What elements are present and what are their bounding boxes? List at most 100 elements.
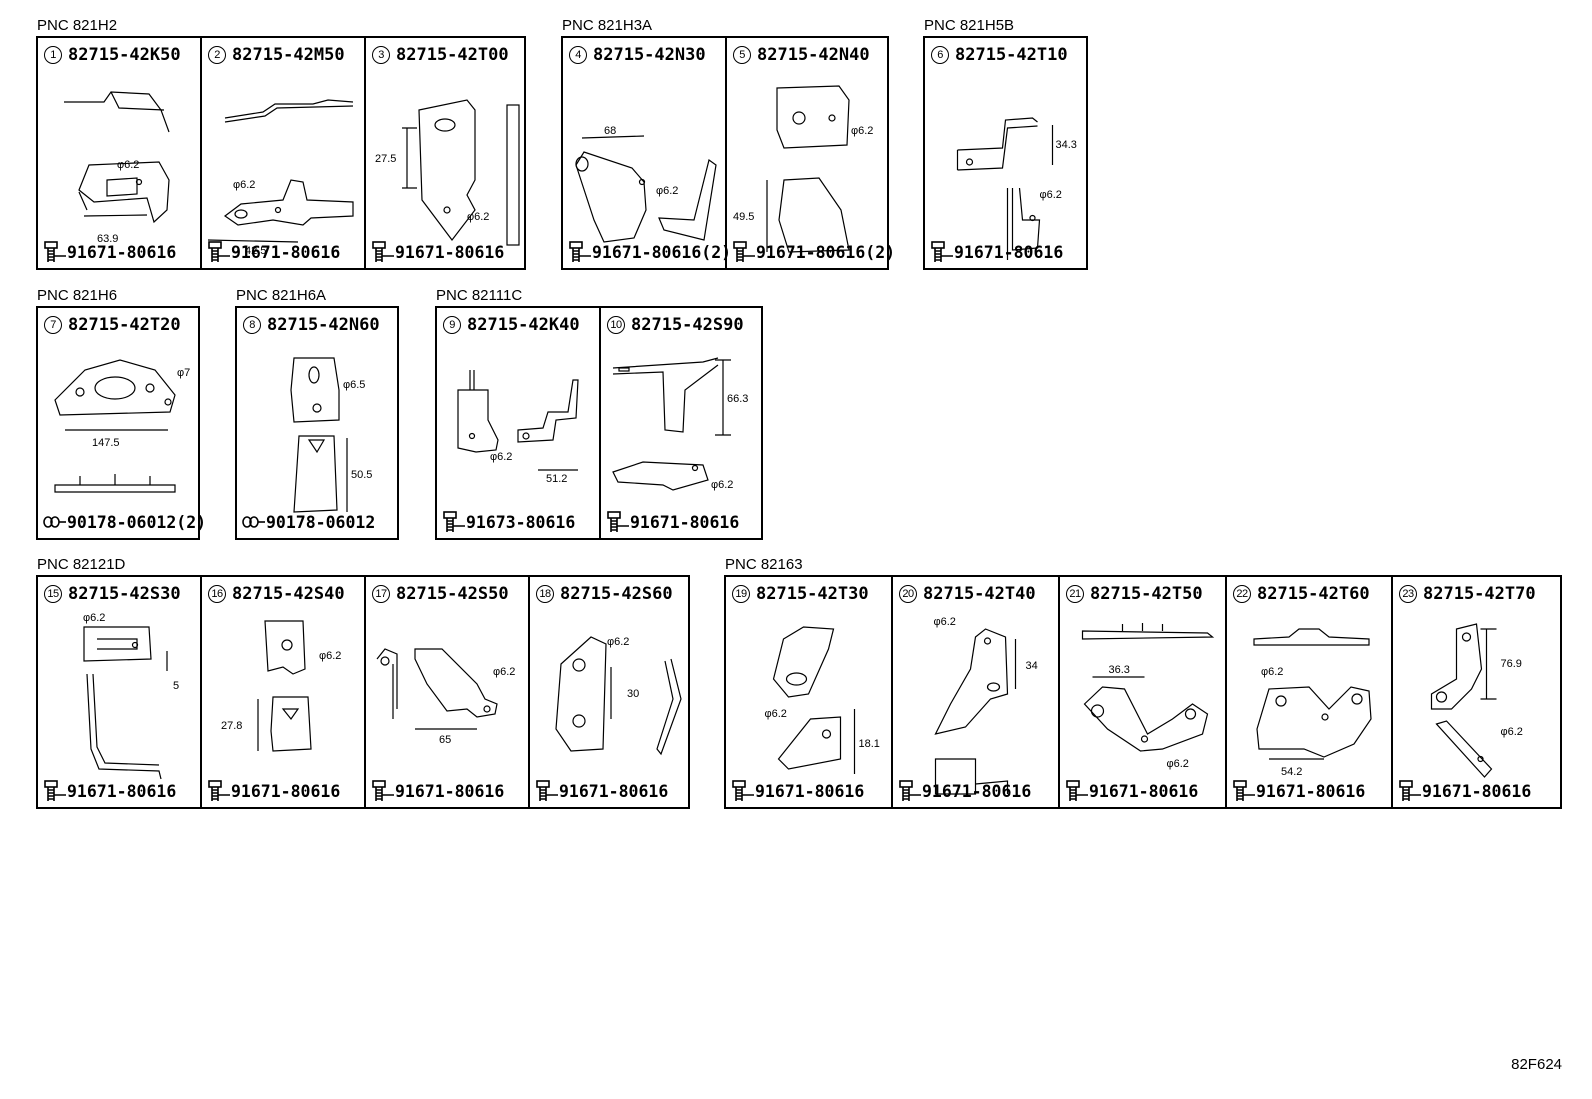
- callout-number: 5: [733, 46, 751, 64]
- part-number: 82715-42N60: [267, 315, 380, 335]
- clip-icon: [242, 516, 265, 528]
- bracket-drawing: φ6.5 50.5: [290, 357, 372, 513]
- hole-diameter: φ6.2: [1040, 189, 1062, 201]
- hole-diameter: φ6.2: [656, 185, 678, 197]
- part-number: 82715-42S50: [396, 584, 509, 604]
- pnc-label: PNC 82111C: [436, 287, 523, 304]
- part-number: 82715-42T70: [1423, 584, 1536, 604]
- callout-number: 2: [208, 46, 226, 64]
- part-cell[interactable]: 8 82715-42N60 φ6.5 50.5 90178-06012: [237, 308, 401, 538]
- bracket-drawing: φ6.2 34: [934, 616, 1038, 795]
- part-number: 82715-42S90: [631, 315, 744, 335]
- part-number: 82715-42T00: [396, 45, 509, 65]
- bracket-drawing: φ6.2 18.1: [765, 626, 880, 774]
- bracket-drawing: φ6.2 65: [376, 648, 515, 746]
- bolt-icon: [569, 241, 591, 262]
- dimension: 18.1: [859, 738, 880, 750]
- part-number: 82715-42M50: [232, 45, 345, 65]
- bolt-icon: [443, 511, 465, 532]
- part-number: 82715-42K40: [467, 315, 580, 335]
- hole-diameter: φ6.2: [493, 666, 515, 678]
- callout-number: 22: [1233, 585, 1251, 603]
- fastener-part: 91671-80616: [1256, 781, 1366, 801]
- bolt-icon: [208, 780, 230, 801]
- callout-number: 6: [931, 46, 949, 64]
- part-number: 82715-42N40: [757, 45, 870, 65]
- callout-number: 3: [372, 46, 390, 64]
- callout-number: 9: [443, 316, 461, 334]
- bolt-icon: [1233, 780, 1255, 801]
- fastener-part: 90178-06012: [266, 512, 376, 532]
- hole-diameter: φ6.2: [490, 451, 512, 463]
- dimension: 27.8: [221, 720, 242, 732]
- group-pnc-821h6a: 8 82715-42N60 φ6.5 50.5 90178-06012: [235, 306, 399, 540]
- dimension: 66.3: [727, 393, 748, 405]
- bolt-icon: [372, 241, 394, 262]
- fastener-part: 91671-80616: [1422, 781, 1532, 801]
- part-number: 82715-42T20: [68, 315, 181, 335]
- bolt-icon: [44, 241, 66, 262]
- dimension: 65: [439, 734, 451, 746]
- bracket-drawing: φ6.2 42.5: [207, 99, 354, 257]
- bracket-drawing: φ6.2 5: [83, 612, 179, 780]
- bolt-icon: [1399, 780, 1421, 801]
- bracket-drawing: φ7 147.5: [54, 359, 190, 493]
- part-cell[interactable]: 5 82715-42N40 φ6.2 49.5 91671-80616(2): [727, 38, 895, 268]
- figure-code: 82F624: [1511, 1056, 1562, 1073]
- part-number: 82715-42T10: [955, 45, 1068, 65]
- callout-number: 23: [1399, 585, 1417, 603]
- part-number: 82715-42S60: [560, 584, 673, 604]
- part-number: 82715-42T50: [1090, 584, 1203, 604]
- callout-number: 1: [44, 46, 62, 64]
- hole-diameter: φ6.2: [83, 612, 105, 624]
- fastener-part: 91671-80616: [67, 242, 177, 262]
- callout-number: 8: [243, 316, 261, 334]
- bolt-icon: [732, 780, 754, 801]
- fastener-part: 91673-80616: [466, 512, 576, 532]
- part-number: 82715-42S40: [232, 584, 345, 604]
- callout-number: 18: [536, 585, 554, 603]
- callout-number: 16: [208, 585, 226, 603]
- hole-diameter: φ6.2: [851, 125, 873, 137]
- pnc-label: PNC 821H3A: [562, 17, 653, 34]
- hole-diameter: φ6.2: [765, 708, 787, 720]
- callout-number: 10: [607, 316, 625, 334]
- bracket-drawing: 36.3 φ6.2: [1081, 623, 1215, 770]
- hole-diameter: φ6.5: [343, 379, 365, 391]
- fastener-part: 91671-80616: [954, 242, 1064, 262]
- dimension: 36.3: [1109, 664, 1130, 676]
- dimension: 49.5: [733, 211, 754, 223]
- dimension: 50.5: [351, 469, 372, 481]
- hole-diameter: φ6.2: [607, 636, 629, 648]
- fastener-part: 91671-80616: [630, 512, 740, 532]
- bracket-drawing: φ6.2 49.5: [733, 85, 873, 253]
- bracket-drawing: φ6.2 30: [555, 636, 682, 756]
- fastener-part: 90178-06012(2): [67, 512, 207, 532]
- bolt-icon: [733, 241, 755, 262]
- fastener-part: 91671-80616: [67, 781, 177, 801]
- callout-number: 20: [899, 585, 917, 603]
- fastener-part: 91671-80616(2): [756, 242, 896, 262]
- hole-diameter: φ6.2: [934, 616, 956, 628]
- pnc-label: PNC 821H6: [37, 287, 118, 304]
